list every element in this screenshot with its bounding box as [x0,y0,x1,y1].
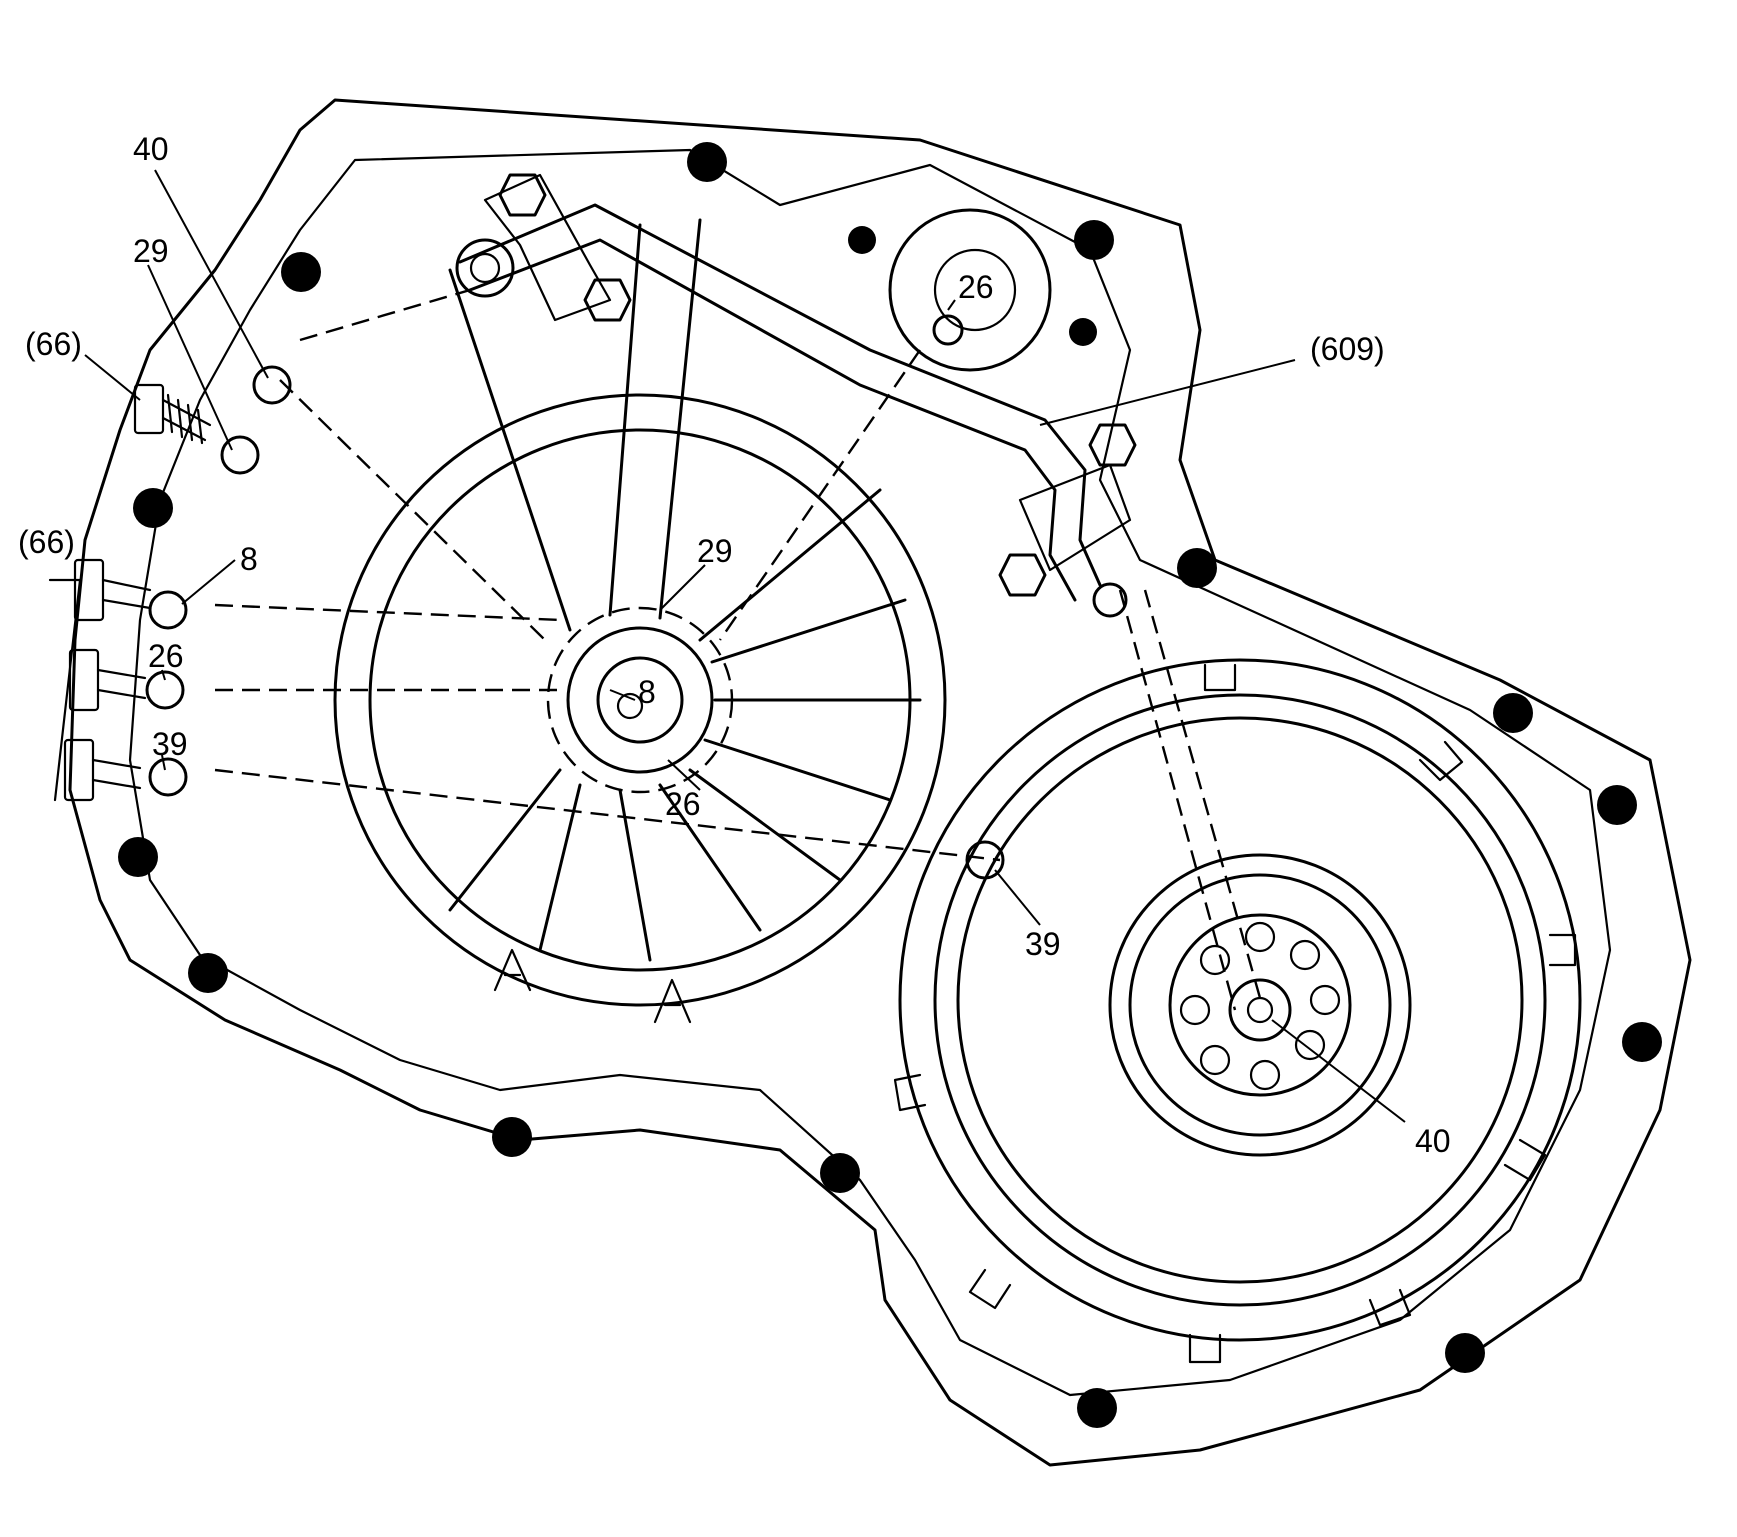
left-carrier-spokes [448,218,922,962]
callout-29-left: 29 [133,233,169,269]
callout-40-top: 40 [133,131,169,167]
top-servo-inner [933,248,1017,332]
callout-39-right: 39 [1025,926,1061,962]
pipe-bracket-left [483,173,612,322]
callout-40-right: 40 [1415,1123,1451,1159]
clutch-drum-mid [933,693,1547,1307]
left-ports [145,365,1128,880]
threaded-plug-lower-set [48,558,152,802]
top-servo-port [932,314,964,346]
clutch-hub-center [1228,978,1292,1042]
callout-29-center: 29 [697,533,733,569]
clutch-drum-teeth [893,663,1577,1364]
callout-8-center: 8 [638,674,656,710]
housing-outer-outline [68,98,1692,1467]
callout-8-left: 8 [240,541,258,577]
bracket-hex-bolts [498,173,1137,597]
internal-passages [214,288,1264,1011]
fluid-pipe-609-inner [468,238,1077,602]
left-carrier-center-boss [596,656,684,744]
clutch-hub-plate [1168,913,1352,1097]
callout-26-center: 26 [665,786,701,822]
clutch-hub-port [1246,996,1274,1024]
clutch-hub-holes [1179,921,1341,1091]
pipe-bracket-right [1018,463,1132,572]
clutch-hub-outer [1108,853,1412,1157]
left-carrier-outer-ring [333,393,947,1007]
callout-26-left: 26 [148,638,184,674]
leader-lines [84,169,1406,1123]
arrow-markers [493,948,692,1024]
left-carrier-hub [566,626,714,774]
callout-39-left: 39 [152,726,188,762]
threaded-plug-upper [133,383,212,445]
pipe-link-ring [455,238,515,298]
pipe-link-port [469,252,501,284]
callout-26-top: 26 [958,269,994,305]
callout-66-lower: (66) [18,524,75,560]
callout-609: (609) [1310,331,1385,367]
clutch-drum-inner [956,716,1524,1284]
top-servo-outer [888,208,1052,372]
mounting-bolts [118,142,1662,1428]
housing-inner-outline [128,148,1612,1397]
fluid-pipe-609 [458,203,1102,587]
clutch-drum-outer [898,658,1582,1342]
callout-66-upper: (66) [25,326,82,362]
clutch-hub-inner [1128,873,1392,1137]
left-carrier-center-port [616,692,644,720]
